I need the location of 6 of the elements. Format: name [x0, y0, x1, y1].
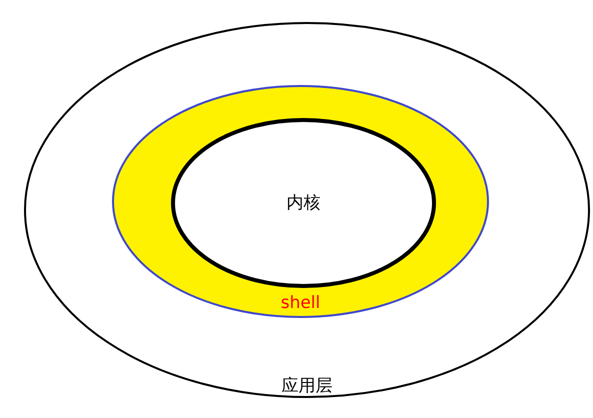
layer-label: 应用层 — [282, 376, 332, 396]
layer-label: 内核 — [286, 193, 320, 213]
layer-label: shell — [280, 293, 320, 313]
kernel-ellipse — [171, 118, 436, 288]
application-layer-ellipse — [24, 22, 590, 398]
shell-ring-ellipse — [112, 85, 489, 318]
